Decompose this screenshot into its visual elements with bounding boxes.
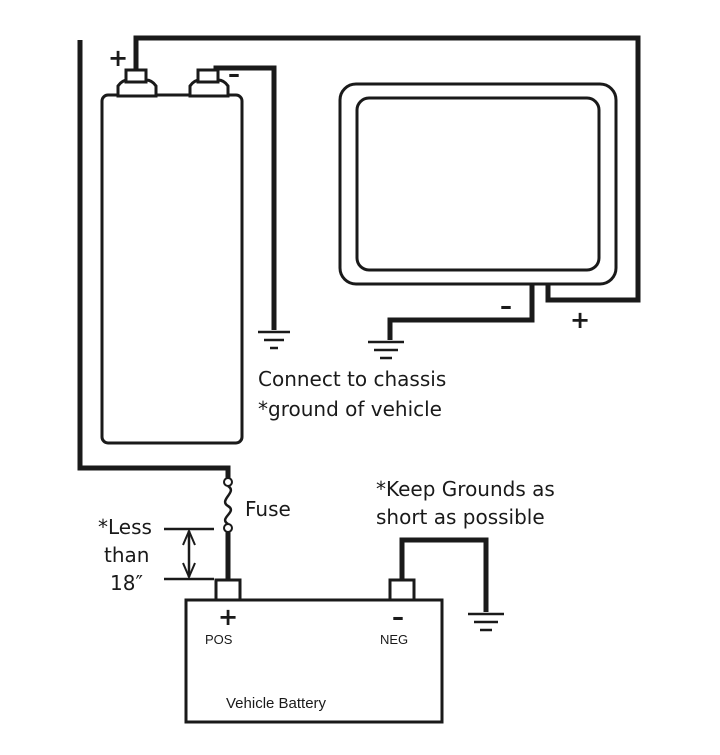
aux-minus-sign: – (228, 60, 240, 88)
device-inner-frame (355, 96, 601, 272)
length-label-line2: than (104, 543, 149, 567)
vehicle-battery-label: Vehicle Battery (226, 695, 327, 712)
aux-plus-sign: + (108, 44, 128, 72)
positive-main-wire (133, 35, 641, 303)
device-plus-sign: + (570, 306, 590, 334)
fuse-label: Fuse (245, 497, 291, 521)
length-label-line3: 18″ (110, 571, 143, 595)
device-negative-wire (387, 285, 535, 340)
ground-symbol-device (368, 340, 404, 360)
neg-label: NEG (380, 632, 408, 647)
keep-grounds-line1: *Keep Grounds as (376, 477, 555, 501)
pos-label: POS (205, 632, 233, 647)
vehicle-negative-post (388, 578, 416, 602)
ground-symbol-vehicle (468, 612, 504, 632)
aux-negative-wire (213, 65, 277, 330)
aux-positive-terminal (116, 68, 158, 98)
keep-grounds-line2: short as possible (376, 505, 545, 529)
length-indicator (164, 527, 214, 581)
connect-label-line1: Connect to chassis (258, 367, 446, 391)
ground-symbol-aux (258, 330, 290, 350)
vehicle-minus-sign: – (392, 603, 404, 631)
positive-feed-wire (77, 40, 231, 478)
vehicle-negative-wire (399, 537, 489, 612)
vehicle-plus-sign: + (218, 603, 238, 631)
auxiliary-battery (100, 93, 244, 445)
device-minus-sign: – (500, 292, 512, 320)
fuse-symbol (223, 477, 233, 533)
vehicle-positive-post (214, 578, 242, 602)
connect-label-line2: *ground of vehicle (258, 397, 442, 421)
length-label-line1: *Less (98, 515, 152, 539)
aux-negative-terminal (188, 68, 230, 98)
vehicle-battery (184, 598, 444, 724)
